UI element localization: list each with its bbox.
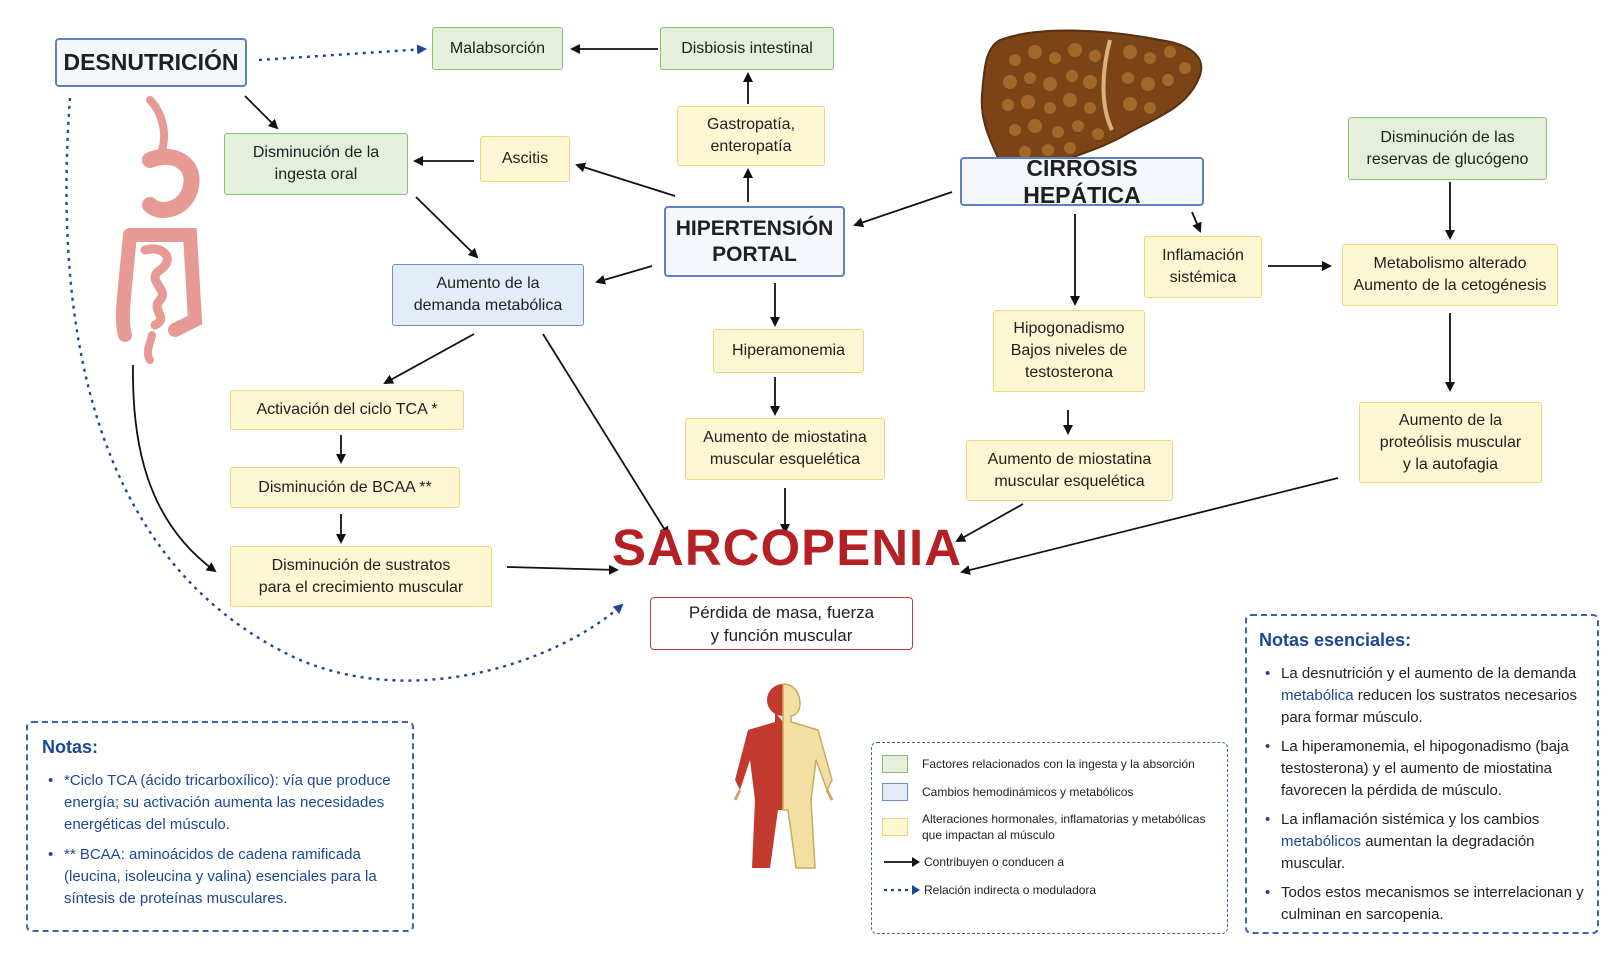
legend-row-blue: Cambios hemodinámicos y metabólicos (882, 783, 1217, 801)
legend-row-solid: Contribuyen o conducen a (882, 853, 1217, 871)
digestive-tract-icon (115, 96, 203, 364)
essential-item-text: La hiperamonemia, el hipogonadismo (baja… (1281, 738, 1569, 799)
notes-heading: Notas: (42, 737, 99, 757)
node-metabolismo: Metabolismo alterado Aumento de la cetog… (1342, 244, 1558, 306)
node-disbiosis: Disbiosis intestinal (660, 27, 834, 70)
node-proteolisis: Aumento de la proteólisis muscular y la … (1359, 402, 1542, 483)
node-cirrosis-hepatica: CIRROSIS HEPÁTICA (960, 155, 1204, 208)
essential-item: La inflamación sistémica y los cambios m… (1259, 809, 1585, 875)
notes-panel: Notas: *Ciclo TCA (ácido tricarboxílico)… (26, 721, 414, 932)
essential-item: Todos estos mecanismos se interrelaciona… (1259, 882, 1585, 926)
legend-label-green: Factores relacionados con la ingesta y l… (922, 757, 1195, 771)
node-ascitis: Ascitis (480, 136, 570, 182)
legend-swatch-yellow (882, 818, 908, 836)
essential-item-text: Todos estos mecanismos se interrelaciona… (1281, 884, 1584, 923)
dotted-arrow-icon (884, 885, 920, 895)
node-hiperamonemia: Hiperamonemia (713, 329, 864, 373)
legend-panel: Factores relacionados con la ingesta y l… (871, 742, 1228, 934)
node-desnutricion: DESNUTRICIÓN (55, 38, 247, 87)
node-miostatina-2: Aumento de miostatina muscular esqueléti… (966, 440, 1173, 501)
legend-label-solid: Contribuyen o conducen a (924, 855, 1065, 869)
node-gastropatia: Gastropatía, enteropatía (677, 106, 825, 166)
essential-item: La desnutrición y el aumento de la deman… (1259, 663, 1585, 729)
legend-label-yellow: Alteraciones hormonales, inflamatorias y… (922, 812, 1206, 842)
essential-item: La hiperamonemia, el hipogonadismo (baja… (1259, 736, 1585, 802)
essential-notes-panel: Notas esenciales: La desnutrición y el a… (1245, 614, 1599, 934)
essential-item-text: aumentan la degradación muscular. (1281, 833, 1535, 872)
sarcopenia-title: SARCOPENIA (612, 519, 963, 576)
legend-label-blue: Cambios hemodinámicos y metabólicos (922, 785, 1134, 799)
dotted-arrows (65, 44, 624, 682)
notes-item: ** BCAA: aminoácidos de cadena ramificad… (42, 844, 398, 910)
legend-row-green: Factores relacionados con la ingesta y l… (882, 755, 1217, 773)
human-musculoskeletal-icon (733, 683, 834, 869)
node-inflamacion: Inflamación sistémica (1144, 236, 1262, 298)
sarcopenia-subtitle: Pérdida de masa, fuerza y función muscul… (650, 597, 913, 650)
node-miostatina-1: Aumento de miostatina muscular esqueléti… (685, 418, 885, 480)
node-hipertension-portal: HIPERTENSIÓN PORTAL (664, 206, 845, 277)
node-aumento-demanda: Aumento de la demanda metabólica (392, 264, 584, 326)
legend-label-dotted: Relación indirecta o moduladora (924, 883, 1097, 897)
notes-item: *Ciclo TCA (ácido tricarboxílico): vía q… (42, 770, 398, 836)
essential-item-highlight: metabólica (1281, 687, 1354, 704)
legend-swatch-green (882, 755, 908, 773)
node-hipogonadismo: Hipogonadismo Bajos niveles de testoster… (993, 310, 1145, 392)
node-malabsorcion: Malabsorción (432, 27, 563, 70)
essential-notes-heading: Notas esenciales: (1259, 630, 1412, 650)
essential-item-text: reducen los sustratos necesarios para fo… (1281, 687, 1577, 726)
essential-item-highlight: metabólicos (1281, 833, 1362, 850)
legend-row-yellow: Alteraciones hormonales, inflamatorias y… (882, 811, 1217, 843)
essential-item-text: La inflamación sistémica y los cambios (1281, 811, 1540, 828)
node-tca: Activación del ciclo TCA * (230, 390, 464, 430)
node-sustratos: Disminución de sustratos para el crecimi… (230, 546, 492, 607)
node-bcaa: Disminución de BCAA ** (230, 467, 460, 508)
essential-item-text: La desnutrición y el aumento de la deman… (1281, 665, 1577, 682)
liver-icon (980, 29, 1203, 175)
node-disminucion-ingesta: Disminución de la ingesta oral (224, 133, 408, 195)
solid-arrows (132, 44, 1455, 575)
legend-row-dotted: Relación indirecta o moduladora (882, 881, 1217, 899)
node-glucogeno: Disminución de las reservas de glucógeno (1348, 117, 1547, 180)
legend-swatch-blue (882, 783, 908, 801)
solid-arrow-icon (884, 857, 920, 867)
